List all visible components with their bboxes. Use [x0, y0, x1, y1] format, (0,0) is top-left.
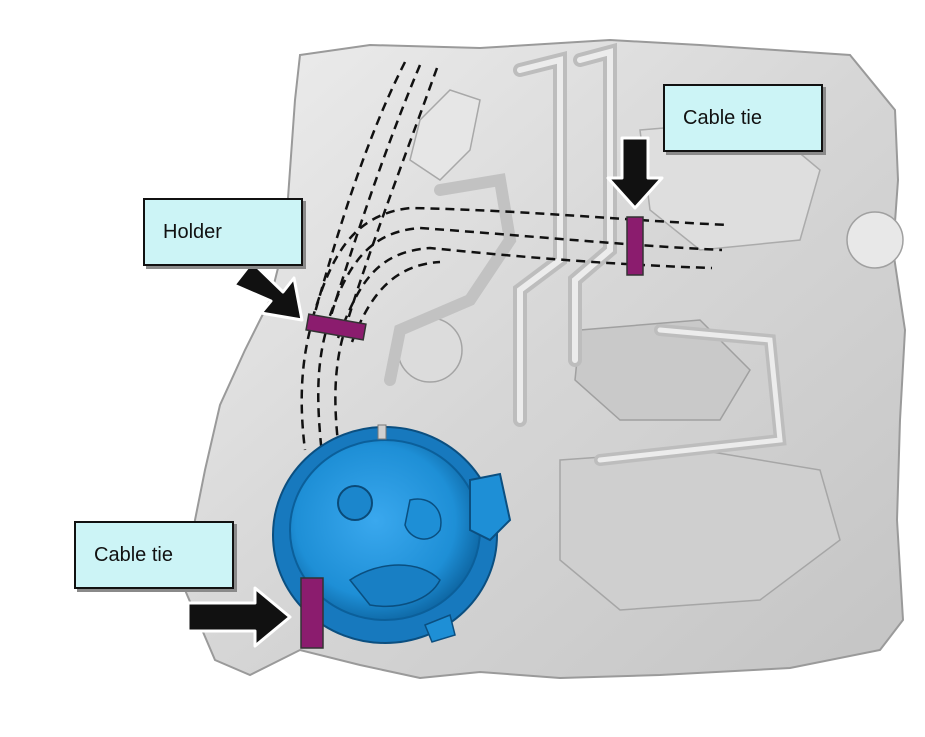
callout-label: Cable tie — [683, 106, 762, 129]
arrow-down-icon — [606, 136, 664, 210]
cable-tie-clip-bottom — [300, 577, 324, 649]
tank-ridge-4 — [559, 449, 841, 611]
tank-pipe-3-hl — [597, 327, 783, 463]
tank-pipe-1-hl — [517, 56, 563, 423]
tank-ridge-2 — [574, 319, 751, 421]
pump-nipple — [377, 424, 387, 440]
fuel-pump-module — [272, 424, 512, 644]
callout-cable-tie-top: Cable tie — [663, 84, 823, 152]
callout-cable-tie-bottom: Cable tie — [74, 521, 234, 589]
pump-tab — [424, 613, 456, 643]
harness-line — [317, 64, 422, 456]
callout-label: Cable tie — [94, 543, 173, 566]
callout-holder: Holder — [143, 198, 303, 266]
tank-pipe-2-hl — [572, 48, 613, 363]
harness-line — [323, 226, 723, 331]
cable-tie-clip-top — [626, 216, 644, 276]
pump-port — [337, 485, 373, 521]
callout-label: Holder — [163, 220, 222, 243]
harness-line — [300, 61, 407, 451]
holder-clip — [305, 313, 367, 341]
pump-inner-detail-2 — [404, 498, 442, 540]
arrow-diagonal-icon — [232, 260, 304, 322]
tank-boss — [846, 211, 904, 269]
harness-line — [334, 67, 439, 461]
pump-inner-detail — [348, 564, 441, 607]
pump-connector — [469, 472, 512, 542]
arrow-right-icon — [186, 586, 292, 648]
tank-ridge-1 — [409, 89, 481, 181]
tank-pipe-4 — [384, 173, 517, 386]
harness-line — [350, 260, 441, 343]
harness-line — [310, 206, 729, 321]
